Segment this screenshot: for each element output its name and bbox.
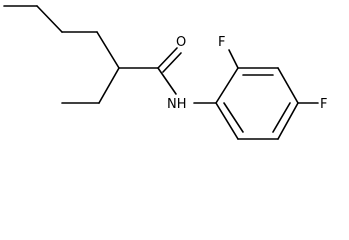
bond-chain-2	[36, 5, 63, 33]
atom-label-fluorine-para: F	[320, 97, 327, 112]
ring-bond-c4-c5	[277, 102, 299, 140]
ring-inner-double-2	[272, 102, 291, 133]
bond-chain-4	[96, 31, 120, 69]
ring-bond-c6-c1	[215, 102, 239, 140]
bond-fluorine-ortho	[228, 49, 239, 69]
atom-label-oxygen: O	[176, 35, 186, 50]
bond-ethyl-1	[98, 67, 120, 104]
bond-carbonyl-double-b	[162, 52, 182, 73]
bond-carbonyl-double-a	[157, 47, 178, 69]
ring-bond-c3-c4	[277, 67, 299, 104]
atom-label-fluorine-ortho: F	[218, 35, 225, 50]
atom-label-nh: NH	[167, 97, 187, 112]
ring-bond-c1-c2	[215, 67, 239, 104]
bond-carbonyl-nitrogen	[157, 67, 177, 95]
chemical-structure: O NH F F	[3, 5, 327, 140]
ring-inner-double-3	[223, 102, 244, 133]
